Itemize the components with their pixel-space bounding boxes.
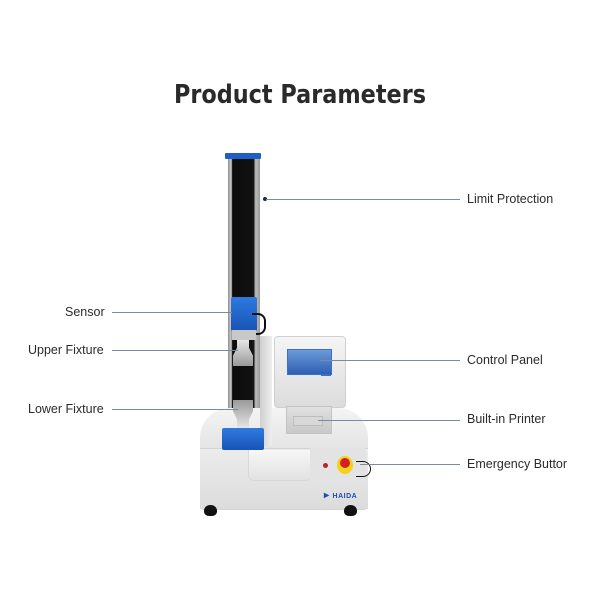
callout-line-built-in-printer <box>318 420 460 421</box>
callout-label-lower-fixture: Lower Fixture <box>28 402 104 416</box>
callout-label-sensor: Sensor <box>65 305 105 319</box>
upper-fixture <box>233 340 253 366</box>
lower-fixture-base <box>222 428 264 450</box>
crosshead <box>232 330 256 340</box>
emergency-stop-cable <box>356 461 371 477</box>
brand-logo-icon: ▸ <box>324 490 330 501</box>
brand-logo: ▸HAIDA <box>324 490 357 501</box>
callout-label-emergency-button: Emergency Buttor <box>467 457 568 471</box>
callout-dot-limit-protection <box>263 197 267 201</box>
power-indicator-led <box>323 463 328 468</box>
callout-line-emergency-button <box>360 464 460 465</box>
callout-label-limit-protection: Limit Protection <box>467 192 554 206</box>
callout-label-control-panel: Control Panel <box>467 353 543 367</box>
lower-fixture <box>233 400 253 428</box>
base-door <box>248 450 312 481</box>
page-title: Product Parameters <box>173 80 427 110</box>
brand-logo-text: HAIDA <box>332 493 358 500</box>
sensor-cable <box>252 313 266 335</box>
control-panel-screen <box>287 349 332 375</box>
column-side-cover <box>260 336 272 446</box>
callout-line-limit-protection <box>266 199 460 200</box>
callout-line-lower-fixture <box>112 409 238 410</box>
machine-foot-left <box>204 505 217 516</box>
callout-line-sensor <box>112 312 232 313</box>
machine-foot-right <box>344 505 357 516</box>
callout-label-upper-fixture: Upper Fixture <box>28 343 104 357</box>
emergency-stop-button <box>340 458 350 468</box>
callout-line-upper-fixture <box>112 350 238 351</box>
printer-slot <box>293 416 323 426</box>
callout-label-built-in-printer: Built-in Printer <box>467 412 546 426</box>
control-panel-logo <box>321 374 331 376</box>
callout-line-control-panel <box>320 360 460 361</box>
column-top-cap <box>225 153 261 159</box>
